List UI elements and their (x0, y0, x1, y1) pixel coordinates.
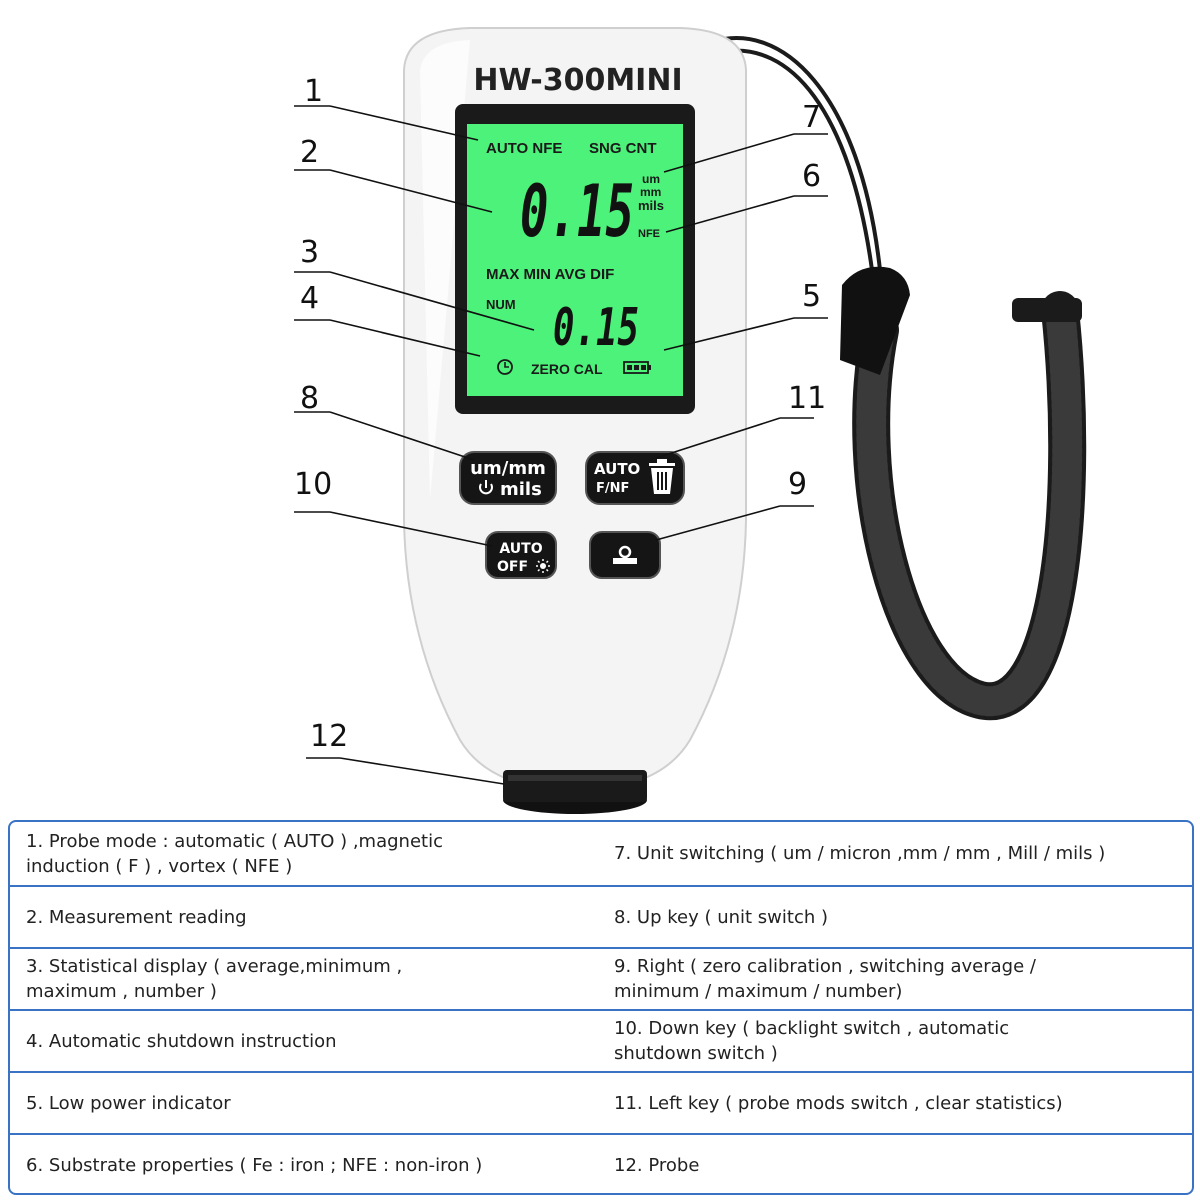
legend-item-2: 2. Measurement reading (26, 906, 247, 928)
lcd-backlight (467, 124, 683, 396)
legend-item-6: 6. Substrate properties ( Fe : iron ; NF… (26, 1154, 483, 1176)
up-key-label-2: mils (500, 479, 542, 500)
callout-1: 1 (304, 74, 323, 109)
trash-icon (649, 459, 675, 494)
lcd-status: ZERO CAL (531, 361, 603, 377)
legend-item-9: 9. Right ( zero calibration , switching … (614, 956, 1036, 1002)
down-key-label-2: OFF (497, 559, 528, 575)
callout-6: 6 (802, 159, 821, 194)
lcd-secondary-reading: 0.15 (553, 298, 639, 358)
wrist-strap (711, 36, 1087, 721)
legend-item-10: 10. Down key ( backlight switch , automa… (614, 1018, 1010, 1064)
left-key-label-2: F/NF (596, 481, 629, 496)
lcd-main-reading: 0.15 (520, 169, 634, 253)
battery-icon (623, 361, 651, 374)
lcd-stats-labels: MAX MIN AVG DIF (486, 266, 614, 283)
callout-2: 2 (300, 135, 319, 170)
zero-calibration-icon (613, 545, 637, 564)
lcd-mode-left: AUTO NFE (486, 140, 562, 157)
legend-item-7: 7. Unit switching ( um / micron ,mm / mm… (614, 843, 1106, 864)
legend-item-11: 11. Left key ( probe mods switch , clear… (614, 1092, 1063, 1114)
right-key-button[interactable] (589, 531, 661, 579)
left-key-button[interactable]: AUTO F/NF (585, 451, 685, 505)
callout-4: 4 (300, 281, 319, 316)
legend-item-8: 8. Up key ( unit switch ) (614, 906, 828, 928)
legend-row: 2. Measurement reading 8. Up key ( unit … (10, 885, 1192, 947)
legend-item-4: 4. Automatic shutdown instruction (26, 1030, 337, 1052)
backlight-icon (536, 559, 550, 573)
legend-item-3: 3. Statistical display ( average,minimum… (26, 956, 403, 1002)
lcd-unit-um: um (642, 172, 660, 186)
lcd-screen: AUTO NFE SNG CNT 0.15 um mm mils NFE MAX… (455, 104, 695, 414)
lcd-num-label: NUM (486, 297, 516, 312)
lcd-mode-right: SNG CNT (589, 140, 657, 157)
callout-10: 10 (294, 467, 332, 502)
up-key-button[interactable]: um/mm mils (459, 451, 557, 505)
callout-numbers: 1 2 3 4 5 6 7 8 9 10 11 12 (294, 74, 826, 754)
callout-9: 9 (788, 467, 807, 502)
legend-row: 6. Substrate properties ( Fe : iron ; NF… (10, 1133, 1192, 1193)
legend-item-12: 12. Probe (614, 1154, 700, 1176)
lcd-substrate: NFE (638, 228, 660, 240)
model-name: HW-300MINI (473, 63, 682, 98)
down-key-button[interactable]: AUTO OFF (485, 531, 557, 579)
lcd-unit-mils: mils (638, 198, 664, 213)
up-key-label-1: um/mm (470, 458, 546, 479)
callout-12: 12 (310, 719, 348, 754)
left-key-label-1: AUTO (594, 460, 640, 478)
lcd-unit-mm: mm (640, 185, 661, 199)
legend-row: 4. Automatic shutdown instruction 10. Do… (10, 1009, 1192, 1071)
callout-5: 5 (802, 279, 821, 314)
legend-item-5: 5. Low power indicator (26, 1092, 231, 1114)
legend-row: 1. Probe mode : automatic ( AUTO ) ,magn… (10, 822, 1192, 885)
callout-11: 11 (788, 381, 826, 416)
legend-item-1: 1. Probe mode : automatic ( AUTO ) ,magn… (26, 830, 443, 877)
callout-3: 3 (300, 235, 319, 270)
legend-table: 1. Probe mode : automatic ( AUTO ) ,magn… (8, 820, 1194, 1195)
clock-icon (497, 359, 513, 375)
legend-row: 3. Statistical display ( average,minimum… (10, 947, 1192, 1009)
gauge-diagram: HW-300MINI AUTO NFE SNG CNT 0.15 um mm m… (294, 27, 1087, 814)
callout-7: 7 (802, 100, 821, 135)
callout-8: 8 (300, 381, 319, 416)
power-icon (479, 480, 493, 495)
down-key-label-1: AUTO (499, 541, 542, 557)
legend-row: 5. Low power indicator 11. Left key ( pr… (10, 1071, 1192, 1133)
callout-lines (294, 105, 828, 785)
